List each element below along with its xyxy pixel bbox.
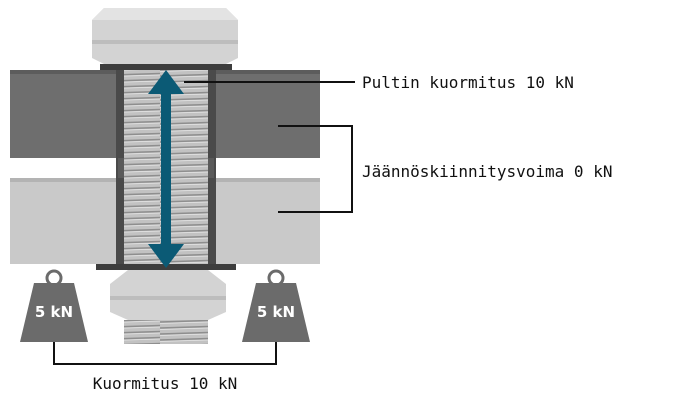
residual-clamp-force-label: Jäännöskiinnitysvoima 0 kN (362, 162, 612, 181)
weight-left-label: 5 kN (35, 303, 73, 321)
bolt-load-label: Pultin kuormitus 10 kN (362, 73, 574, 92)
weight-right: 5 kN (242, 269, 310, 342)
external-load-bracket (53, 342, 277, 365)
clamp-force-bracket (278, 125, 353, 213)
washer-top (100, 64, 232, 70)
weight-right-label: 5 kN (257, 303, 295, 321)
bolt-thread-end (124, 320, 208, 344)
weight-left: 5 kN (20, 269, 88, 342)
nut (110, 270, 226, 320)
external-load-label: Kuormitus 10 kN (93, 374, 238, 393)
bolt-load-arrow (148, 70, 184, 268)
bolt-head (92, 8, 238, 64)
